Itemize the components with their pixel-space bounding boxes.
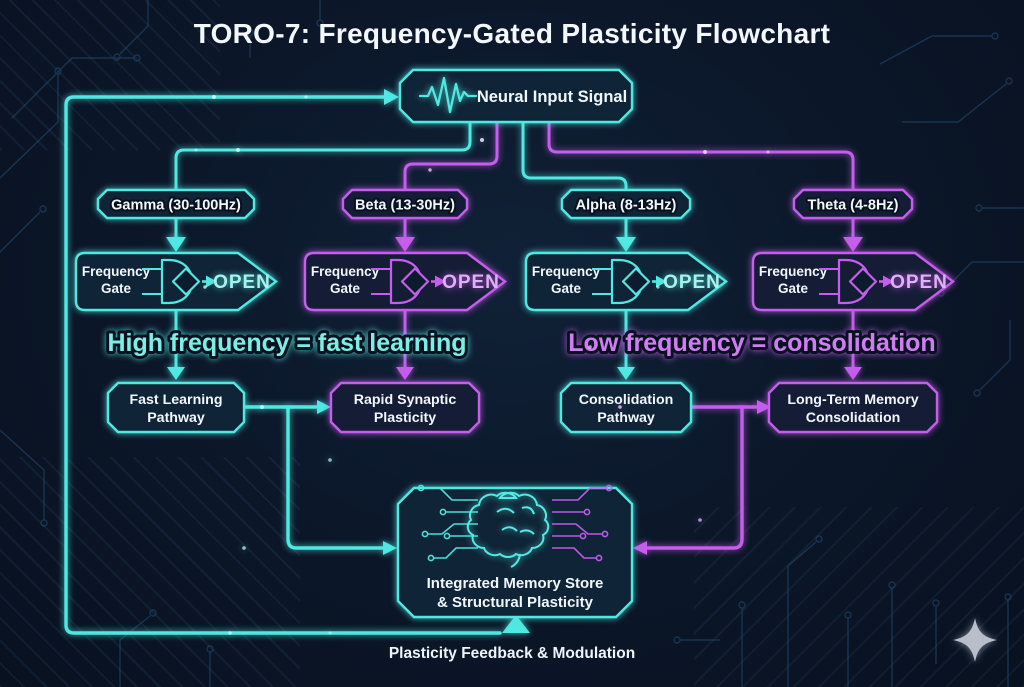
arrowhead-into-store-left (383, 541, 397, 555)
pathway-label-line2: Plasticity (374, 410, 436, 426)
band-to-gate-arrowhead (166, 237, 186, 252)
feedback-arrowhead-into-input (384, 89, 399, 105)
gate-to-pathway-arrowhead (844, 367, 862, 380)
logic-gate-icon (371, 258, 446, 305)
neural-input-node: Neural Input Signal (398, 68, 634, 124)
band-label-box (96, 188, 256, 220)
pathway-connectors (241, 400, 771, 555)
pathway-label-line1: Consolidation (579, 392, 674, 408)
gate-label-line2: Gate (551, 281, 582, 296)
low-frequency-slogan: Low frequency = consolidation (568, 329, 935, 357)
gate-label-line2: Gate (101, 281, 132, 296)
gate-label-line2: Gate (330, 281, 361, 296)
fast-to-rapid-arrowhead (317, 400, 331, 414)
feedback-arrowhead-into-store (502, 615, 530, 633)
band-label: Gamma (30-100Hz) (111, 198, 241, 214)
band-connector-line (403, 120, 499, 192)
gate-label-line1: Frequency (532, 264, 601, 279)
neural-input-label: Neural Input Signal (477, 88, 627, 106)
band-connector-line (521, 120, 628, 192)
pathway-label-line2: Pathway (147, 410, 205, 426)
consolidation-to-longterm-arrowhead (757, 400, 771, 414)
band-label-box (341, 188, 469, 220)
glow-particles (194, 95, 770, 635)
gate-label-line1: Frequency (759, 264, 828, 279)
feedback-caption: Plasticity Feedback & Modulation (389, 645, 635, 662)
gate-to-pathway-arrowhead (617, 367, 635, 380)
logic-gate-icon (819, 258, 894, 305)
waveform-icon (418, 76, 478, 114)
gate-status-open: OPEN (213, 272, 271, 293)
feedback-line (64, 95, 502, 635)
page-title: TORO-7: Frequency-Gated Plasticity Flowc… (194, 18, 831, 49)
gate-to-pathway-arrowhead (167, 367, 185, 380)
gate-label-line1: Frequency (82, 264, 151, 279)
pathway-box (767, 381, 939, 434)
high-frequency-slogan: High frequency = fast learning (107, 329, 466, 357)
pathway-label-line1: Fast Learning (129, 392, 222, 408)
pathway-box (559, 381, 693, 434)
band-connector-line (547, 120, 855, 192)
pathway-box (106, 381, 246, 434)
memory-store-node: Integrated Memory Store & Structural Pla… (396, 484, 634, 619)
band-label: Theta (4-8Hz) (807, 198, 898, 214)
band-label: Alpha (8-13Hz) (576, 198, 677, 214)
pathway-box (329, 381, 481, 434)
band-label-box (560, 188, 692, 220)
pathway-label-line1: Long-Term Memory (787, 392, 918, 408)
arrowhead-into-store-right (633, 541, 647, 555)
neural-input-box (398, 68, 634, 124)
gate-status-open: OPEN (663, 272, 721, 293)
fast-to-store-line (286, 405, 384, 550)
pathway-label-line1: Rapid Synaptic (354, 392, 457, 408)
memory-store-label-line1: Integrated Memory Store (427, 575, 604, 592)
memory-store-label-line2: & Structural Plasticity (437, 594, 594, 611)
band-connector-line (174, 120, 472, 192)
gate-status-open: OPEN (890, 272, 948, 293)
feedback-loop (64, 89, 530, 635)
pathway-label-line2: Pathway (597, 410, 655, 426)
band-label-box (792, 188, 914, 220)
band-to-gate-arrowhead (616, 237, 636, 252)
pathway-label-line2: Consolidation (806, 410, 901, 426)
sparkle-logo-icon (953, 618, 997, 662)
memory-store-box (396, 486, 634, 619)
band-label: Beta (13-30Hz) (355, 198, 455, 214)
gate-label-line2: Gate (778, 281, 809, 296)
logic-gate-icon (592, 258, 667, 305)
band-to-gate-arrowhead (843, 237, 863, 252)
band-to-gate-arrowhead (395, 237, 415, 252)
longterm-to-store-line (646, 405, 744, 550)
gate-to-pathway-arrowhead (396, 367, 414, 380)
gate-status-open: OPEN (442, 272, 500, 293)
gate-label-line1: Frequency (311, 264, 380, 279)
logic-gate-icon (142, 258, 217, 305)
brain-circuit-icon (417, 484, 613, 568)
